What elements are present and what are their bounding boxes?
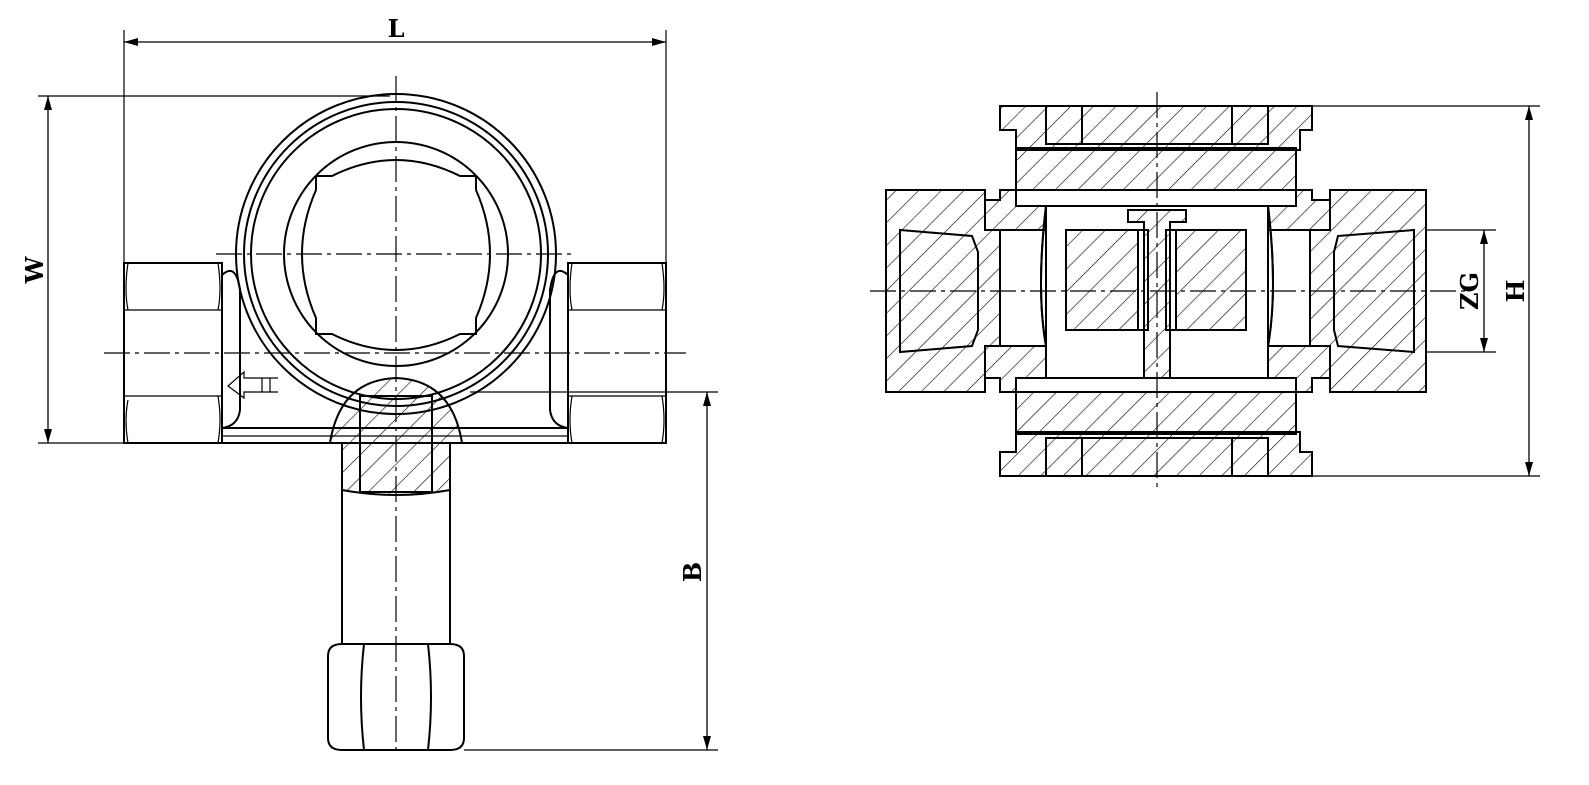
right-hex-nut <box>567 262 667 444</box>
dimension-zg: ZG <box>1426 229 1496 353</box>
dimension-w: W <box>20 95 390 444</box>
dimension-label-zg: ZG <box>1455 272 1484 310</box>
cross-section-view: ZG H <box>870 92 1540 490</box>
window-frame <box>301 159 491 351</box>
top-union-nut <box>999 105 1313 191</box>
dimension-label-h: H <box>1501 280 1530 303</box>
indicator-block-right <box>1175 229 1247 331</box>
dimension-label-b: B <box>678 562 707 582</box>
dimension-label-w: W <box>20 255 49 284</box>
dimension-l: L <box>123 14 667 262</box>
dimension-b: B <box>464 391 718 751</box>
top-view: L W <box>20 14 718 752</box>
indicator-block-left <box>1065 229 1139 331</box>
branch-pipe <box>341 490 451 644</box>
branch-hex-nut <box>327 643 465 751</box>
flow-direction-arrow <box>227 370 278 400</box>
bottom-union-nut <box>999 391 1313 477</box>
dimension-label-l: L <box>388 14 405 43</box>
branch-tee-section <box>328 376 464 496</box>
dimension-h: H <box>1312 105 1540 477</box>
